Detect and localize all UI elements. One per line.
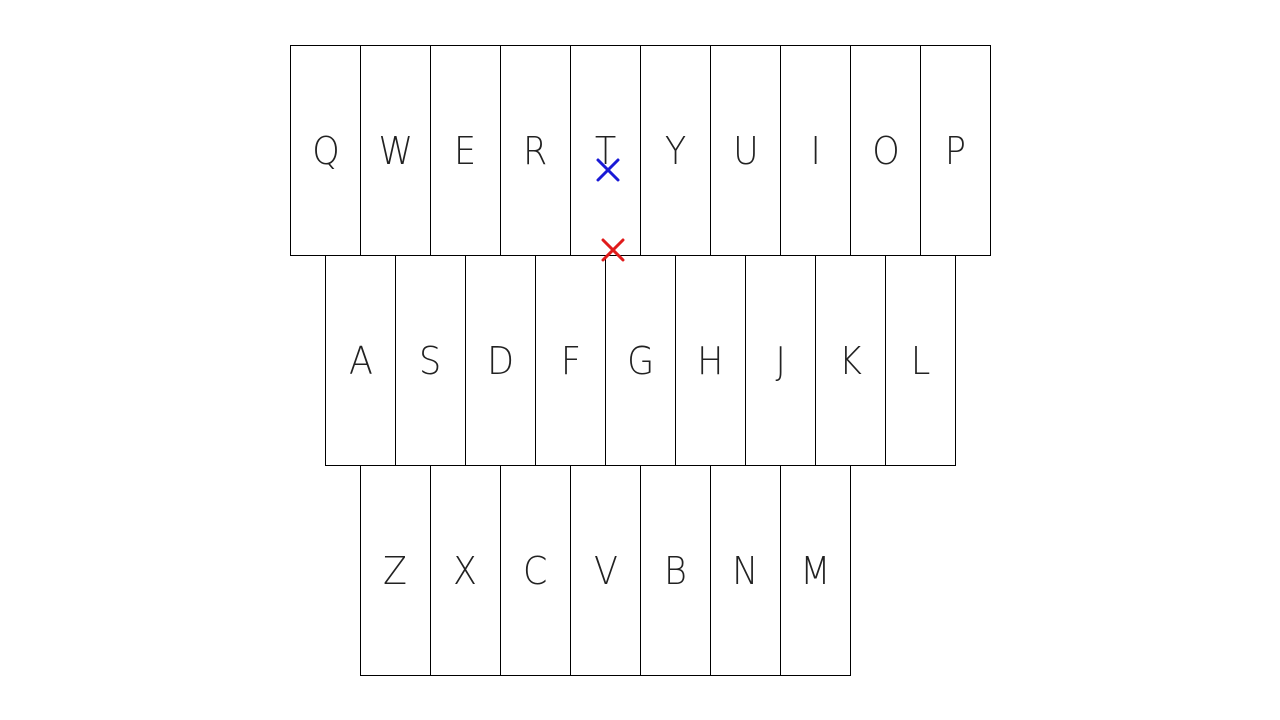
key-t[interactable]: T	[570, 45, 641, 256]
key-label: L	[910, 338, 931, 383]
key-label: H	[697, 338, 724, 383]
key-label: O	[871, 128, 900, 173]
key-label: J	[775, 338, 786, 383]
key-label: S	[419, 338, 442, 383]
key-i[interactable]: I	[780, 45, 851, 256]
key-e[interactable]: E	[430, 45, 501, 256]
key-f[interactable]: F	[535, 255, 606, 466]
key-label: A	[348, 338, 373, 383]
key-z[interactable]: Z	[360, 465, 431, 676]
key-label: T	[594, 128, 617, 173]
key-label: B	[664, 548, 687, 593]
key-label: X	[453, 548, 478, 593]
key-label: C	[523, 548, 548, 593]
key-label: V	[593, 548, 618, 593]
key-a[interactable]: A	[325, 255, 396, 466]
key-p[interactable]: P	[920, 45, 991, 256]
key-q[interactable]: Q	[290, 45, 361, 256]
key-m[interactable]: M	[780, 465, 851, 676]
key-g[interactable]: G	[605, 255, 676, 466]
key-label: F	[560, 338, 581, 383]
key-d[interactable]: D	[465, 255, 536, 466]
key-label: N	[732, 548, 759, 593]
key-label: D	[487, 338, 514, 383]
key-r[interactable]: R	[500, 45, 571, 256]
key-label: Y	[664, 128, 687, 173]
key-label: P	[944, 128, 967, 173]
key-label: U	[732, 128, 759, 173]
key-label: G	[626, 338, 655, 383]
key-label: I	[810, 128, 821, 173]
key-label: E	[454, 128, 477, 173]
key-n[interactable]: N	[710, 465, 781, 676]
key-l[interactable]: L	[885, 255, 956, 466]
key-b[interactable]: B	[640, 465, 711, 676]
key-s[interactable]: S	[395, 255, 466, 466]
key-u[interactable]: U	[710, 45, 781, 256]
key-c[interactable]: C	[500, 465, 571, 676]
key-w[interactable]: W	[360, 45, 431, 256]
key-k[interactable]: K	[815, 255, 886, 466]
key-y[interactable]: Y	[640, 45, 711, 256]
key-label: R	[523, 128, 548, 173]
key-j[interactable]: J	[745, 255, 816, 466]
key-x[interactable]: X	[430, 465, 501, 676]
key-o[interactable]: O	[850, 45, 921, 256]
key-h[interactable]: H	[675, 255, 746, 466]
key-label: M	[800, 548, 831, 593]
key-label: Q	[311, 128, 340, 173]
key-label: W	[378, 128, 413, 173]
key-label: Z	[383, 548, 408, 593]
key-v[interactable]: V	[570, 465, 641, 676]
key-label: K	[839, 338, 862, 383]
